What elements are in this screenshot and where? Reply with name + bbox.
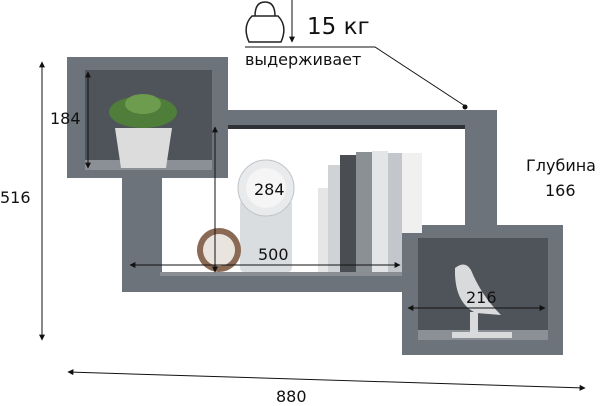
load-caption: выдерживает bbox=[245, 50, 362, 69]
dimension-lines bbox=[39, 0, 586, 391]
total-width-label: 880 bbox=[276, 387, 307, 406]
total-height-label: 516 bbox=[0, 188, 31, 207]
bird-figurine bbox=[452, 264, 512, 338]
cube-height-label: 184 bbox=[50, 109, 81, 128]
depth-value: 166 bbox=[545, 181, 576, 200]
load-value: 15 кг bbox=[307, 14, 370, 40]
books bbox=[318, 151, 422, 272]
middle-width-label: 500 bbox=[258, 245, 289, 264]
middle-height-label: 284 bbox=[254, 180, 285, 199]
depth-label: Глубина bbox=[526, 156, 596, 175]
cube-width-label: 216 bbox=[466, 288, 497, 307]
potted-plant bbox=[109, 94, 177, 168]
small-clock bbox=[197, 228, 241, 272]
table-clock bbox=[237, 159, 295, 272]
kettlebell-icon bbox=[245, 1, 285, 43]
middle-shelf bbox=[122, 110, 497, 292]
